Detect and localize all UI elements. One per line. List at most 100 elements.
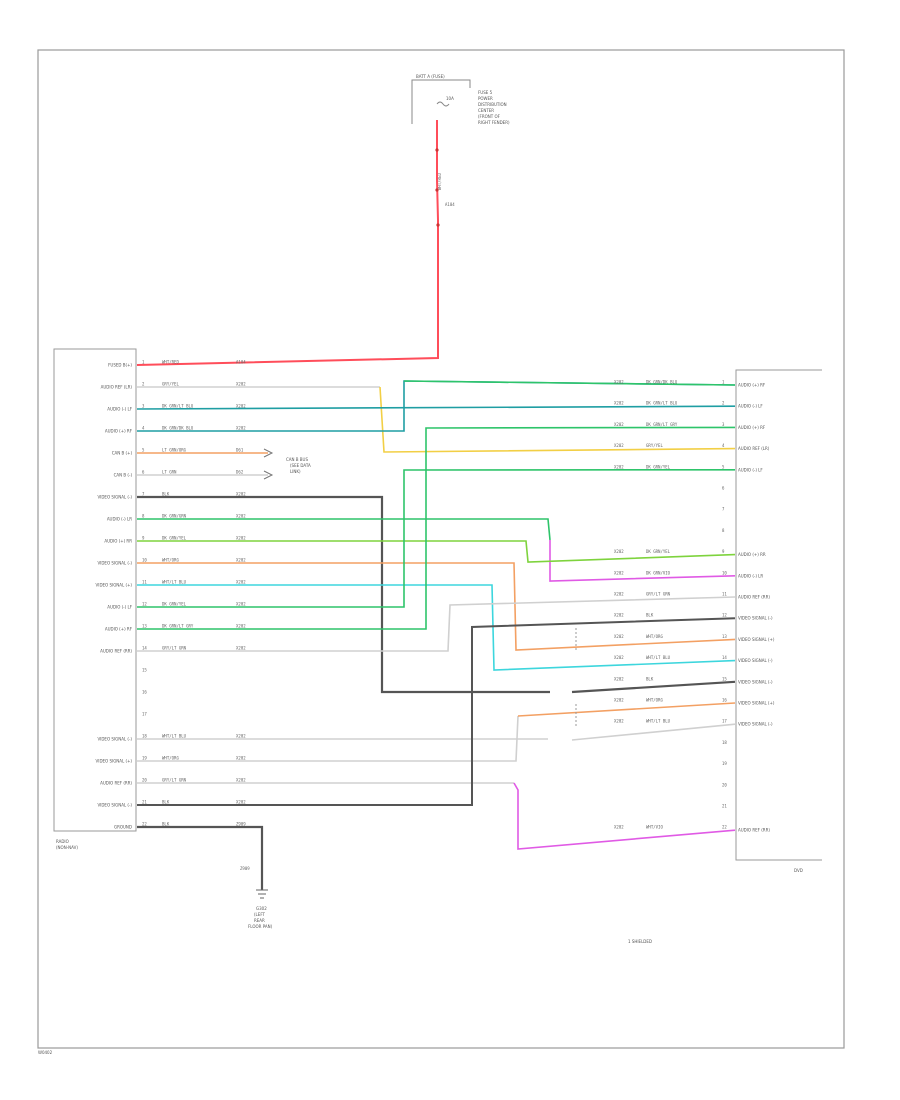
dvd-pin-number: 16 (722, 698, 727, 703)
ground-symbol (256, 889, 268, 899)
radio-wire-circuit: X202 (236, 536, 246, 541)
radio-module-box (53, 348, 137, 832)
dvd-wire-circuit: X202 (614, 422, 624, 427)
radio-wire-circuit: X202 (236, 514, 246, 519)
radio-wire-circuit: X202 (236, 778, 246, 783)
power-feed-wire (136, 130, 439, 366)
radio-wire-color: WHT/ORG (162, 756, 179, 761)
dvd-pin-label: AUDIO REF (RR) (738, 595, 770, 600)
radio-pin-number: 19 (142, 756, 147, 761)
radio-pin-number: 18 (142, 734, 147, 739)
dvd-pin-label: AUDIO REF (LR) (738, 446, 770, 451)
radio-pin-label: VIDEO SIGNAL (-) (97, 803, 132, 808)
dvd-pin-number: 13 (722, 634, 727, 639)
radio-pin-label: AUDIO (-) LR (107, 517, 132, 522)
radio-pin-number: 1 (142, 360, 145, 365)
radio-pin-number: 21 (142, 800, 147, 805)
radio-wire-circuit: A104 (236, 360, 246, 365)
wire-video-sig-cyan (137, 584, 736, 671)
radio-pin-number: 15 (142, 668, 147, 673)
radio-pin-label: CAN B (-) (114, 473, 133, 478)
radio-pin-label: AUDIO (-) LF (107, 407, 132, 412)
radio-wire-color: WHT/ORG (162, 558, 179, 563)
radio-pin-label: VIDEO SIGNAL (+) (96, 583, 133, 588)
ground-line-1: G302 (256, 906, 267, 911)
dvd-wire-circuit: X202 (614, 380, 624, 385)
dvd-wire-color: BLK (646, 613, 654, 618)
radio-wire-color: WHT/RED (162, 360, 179, 365)
dvd-pin-number: 11 (722, 592, 727, 597)
dvd-pin-number: 15 (722, 676, 727, 681)
radio-pin-number: 22 (142, 822, 147, 827)
radio-pin-number: 6 (142, 470, 145, 475)
radio-pin-number: 9 (142, 536, 145, 541)
dvd-pin-number: 7 (722, 507, 725, 512)
radio-pin-number: 13 (142, 624, 147, 629)
wire-video-plus-lower-r (517, 702, 736, 717)
dvd-pin-number: 9 (722, 549, 725, 554)
radio-pin-label: VIDEO SIGNAL (-) (97, 495, 132, 500)
dvd-pin-number: 21 (722, 804, 727, 809)
wire-audio-lr-b (549, 540, 736, 582)
can-bus-note: CAN B BUS (SEE DATA LINK) (263, 448, 311, 480)
dvd-wire-color: DK GRN/YEL (646, 549, 671, 554)
splice-dot (436, 223, 440, 227)
dvd-wire-color: DK GRN/LT GRY (646, 422, 678, 427)
dvd-wire-color: GRY/LT GRN (646, 592, 671, 597)
dvd-wire-circuit: X202 (614, 825, 624, 830)
dvd-pin-label: AUDIO (+) RR (738, 552, 766, 557)
dvd-wire-circuit: X202 (614, 570, 624, 575)
radio-wire-color: DK GRN/YEL (162, 602, 187, 607)
dvd-wire-color: BLK (646, 676, 654, 681)
dvd-pin-label: VIDEO SIGNAL (+) (738, 637, 775, 642)
fuse-line-1: FUSE 5 (478, 90, 493, 95)
fuse-block: BATT A (FUSE) FUSE 5 10A POWER DISTRIBUT… (411, 74, 510, 207)
dvd-pin-number: 19 (722, 761, 727, 766)
dvd-wire-circuit: X202 (614, 634, 624, 639)
wire-video-minus-black-lower (137, 617, 736, 806)
dvd-pin-label: VIDEO SIGNAL (-) (738, 658, 773, 663)
radio-pin-number: 11 (142, 580, 147, 585)
radio-pin-label: GROUND (114, 825, 132, 830)
radio-wire-color: BLK (162, 822, 170, 827)
radio-wire-circuit: X202 (236, 800, 246, 805)
dvd-pin-number: 2 (722, 401, 725, 406)
radio-pin-label: CAN B (+) (112, 451, 133, 456)
dvd-pin-number: 22 (722, 825, 727, 830)
radio-pin-label: FUSED B(+) (108, 363, 132, 368)
fuse-line-6: (FRONT OF (478, 114, 501, 119)
radio-wire-circuit: X202 (236, 602, 246, 607)
wire-video-minus-black-r (571, 680, 736, 694)
dvd-wire-circuit: X202 (614, 549, 624, 554)
splice-dot (435, 188, 439, 192)
radio-pin-label: AUDIO (+) RR (104, 539, 132, 544)
radio-wire-circuit: D61 (236, 448, 244, 453)
radio-pin-number: 14 (142, 646, 147, 651)
radio-wire-circuit: Z909 (236, 822, 246, 827)
radio-wire-color: WHT/LT BLU (162, 734, 187, 739)
radio-wire-color: DK GRN/LT GRY (162, 624, 194, 629)
radio-pin-number: 10 (142, 558, 147, 563)
radio-wire-circuit: X202 (236, 580, 246, 585)
dvd-wire-color: WHT/ORG (646, 698, 663, 703)
dvd-wire-color: DK GRN/VIO (646, 570, 671, 575)
ground-line-3: REAR (254, 918, 265, 923)
dvd-pin-number: 1 (722, 380, 725, 385)
radio-pin-label: VIDEO SIGNAL (-) (97, 737, 132, 742)
dvd-wire-color: WHT/VIO (646, 825, 663, 830)
radio-module-name-1: RADIO (56, 839, 69, 844)
radio-pin-number: 20 (142, 778, 147, 783)
dvd-wire-circuit: X202 (614, 655, 624, 660)
dvd-wire-color: GRY/YEL (646, 443, 663, 448)
radio-wire-circuit: X202 (236, 404, 246, 409)
dvd-wire-circuit: X202 (614, 443, 624, 448)
dvd-wire-color: DK GRN/YEL (646, 464, 671, 469)
dvd-pin-label: AUDIO (-) LR (738, 573, 763, 578)
dvd-wire-color: DK GRN/LT BLU (646, 401, 678, 406)
wire-audio-rf-2 (137, 426, 736, 630)
wire-audio-lf-1 (136, 405, 736, 410)
dvd-wire-circuit: X202 (614, 719, 624, 724)
